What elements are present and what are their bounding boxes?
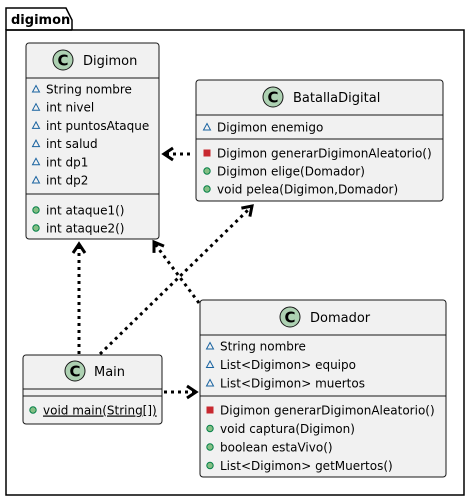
class-field: String nombre [220,340,306,354]
class-fields: String nombre int nivel int puntosAtaque in… [31,83,149,188]
class-method: int ataque2() [46,222,124,236]
class-name: Main [94,365,125,380]
package-visibility-icon [205,378,215,387]
class-methods: void main(String[]) [29,404,157,418]
dependency-line [152,241,201,304]
class-main[interactable]: C Main void main(String[]) [22,354,163,425]
open-arrowhead [161,146,174,162]
package-visibility-icon [202,122,212,131]
private-visibility-icon [206,406,214,414]
class-stereotype-icon [64,360,86,382]
class-stereotype-letter: C [57,52,68,70]
class-method: List<Digimon> getMuertos() [220,459,393,473]
class-methods: Digimon generarDigimonAleatorio() void ca… [206,404,435,473]
class-field: int nivel [46,101,94,115]
class-method: void main(String[]) [43,404,157,418]
class-box [195,79,444,202]
private-visibility-icon [203,149,211,157]
open-arrowhead [186,384,199,400]
class-method: boolean estaVivo() [220,441,333,455]
class-field: Digimon enemigo [217,121,323,135]
package-digimon: digimon [5,7,465,496]
class-field: int dp2 [46,174,88,188]
dependency-arrow-domador-to-digimon [152,239,201,304]
open-arrowhead [152,239,165,253]
public-visibility-icon [203,185,211,193]
package-tab [5,7,73,30]
dependency-arrow-main-to-digimon [71,241,87,354]
relationships [71,146,254,400]
class-box [199,299,447,478]
package-title: digimon [11,13,70,28]
class-method: Digimon generarDigimonAleatorio() [217,147,432,161]
class-methods: int ataque1() int ataque2() [32,204,124,236]
class-name: BatallaDigital [293,91,380,106]
public-visibility-icon [206,461,214,470]
class-method: void pelea(Digimon,Domador) [217,183,398,197]
package-visibility-icon [31,102,41,111]
public-visibility-icon [32,206,40,214]
package-body [5,29,465,496]
class-stereotype-letter: C [267,89,278,107]
package-visibility-icon [31,120,41,129]
class-field: List<Digimon> muertos [220,377,365,391]
package-visibility-icon [31,175,41,184]
class-field: int dp1 [46,155,88,169]
class-stereotype-icon [52,49,74,71]
public-visibility-icon [206,424,214,433]
class-fields: Digimon enemigo [202,121,323,135]
class-stereotype-icon [262,86,284,108]
open-arrowhead [71,241,87,254]
open-arrowhead [241,204,254,217]
public-visibility-icon [203,167,211,175]
class-name: Digimon [83,54,137,69]
package-visibility-icon [31,139,41,148]
public-visibility-icon [32,224,40,232]
class-stereotype-icon [279,306,301,328]
class-stereotype-letter: C [284,309,295,327]
package-visibility-icon [31,157,41,166]
class-method: void captura(Digimon) [220,422,355,436]
class-method: Digimon elige(Domador) [217,165,365,179]
dependency-arrow-main-to-batalla [98,204,254,356]
class-field: int puntosAtaque [46,119,149,133]
package-visibility-icon [31,84,41,93]
dependency-line [98,204,254,356]
class-field: int salud [46,137,98,151]
package-visibility-icon [205,359,215,368]
dependency-arrow-batalla-to-digimon [161,146,190,162]
package-visibility-icon [205,341,215,350]
class-method: Digimon generarDigimonAleatorio() [220,404,435,418]
class-batalla-digital[interactable]: C BatallaDigital Digimon enemigo Digimon… [195,79,444,202]
class-field: List<Digimon> equipo [220,358,356,372]
class-field: String nombre [46,83,132,97]
class-box [25,42,160,240]
class-name: Domador [310,311,371,326]
class-methods: Digimon generarDigimonAleatorio() Digimon… [203,147,432,197]
class-stereotype-letter: C [69,363,80,381]
public-visibility-icon [206,443,214,451]
dependency-arrow-main-to-domador [164,384,199,400]
class-method: int ataque1() [46,204,124,218]
public-visibility-icon [29,406,37,414]
class-digimon[interactable]: C Digimon String nombre int nivel int punt… [25,42,160,240]
